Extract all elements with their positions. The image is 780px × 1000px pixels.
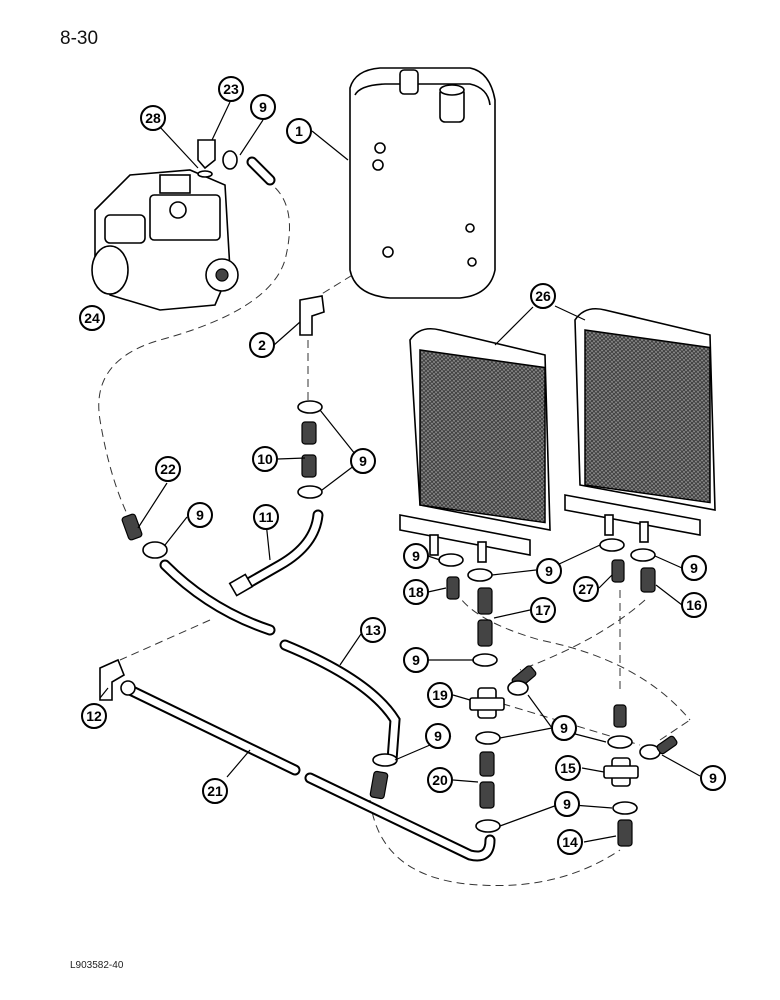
hydraulic-pump: [91, 169, 239, 311]
hose-13: [159, 559, 401, 766]
svg-text:17: 17: [535, 602, 551, 618]
svg-text:26: 26: [535, 288, 551, 304]
svg-text:9: 9: [196, 507, 204, 523]
svg-text:9: 9: [434, 728, 442, 744]
oil-cooler-right: [564, 307, 716, 543]
callout-9-cooler-mid: 9: [536, 558, 562, 584]
callout-27: 27: [573, 576, 599, 602]
svg-text:9: 9: [563, 796, 571, 812]
callout-9-pump: 9: [250, 94, 276, 120]
svg-text:28: 28: [145, 110, 161, 126]
callout-15: 15: [555, 755, 581, 781]
callout-9-mid: 9: [403, 647, 429, 673]
svg-text:15: 15: [560, 760, 576, 776]
callout-12: 12: [81, 703, 107, 729]
reservoir-elbow: [299, 295, 325, 336]
hose-13-end-clamp: [369, 753, 398, 800]
svg-text:2: 2: [258, 337, 266, 353]
callout-14: 14: [557, 829, 583, 855]
callout-19: 19: [427, 682, 453, 708]
tee-15: [603, 704, 678, 847]
routing-lines: [98, 179, 691, 887]
oil-cooler-left: [399, 327, 551, 563]
svg-text:9: 9: [412, 652, 420, 668]
svg-text:9: 9: [545, 563, 553, 579]
callout-22: 22: [155, 456, 181, 482]
callout-9-right: 9: [700, 765, 726, 791]
callout-9-cooler-right: 9: [681, 555, 707, 581]
callout-1: 1: [286, 118, 312, 144]
callout-9-cooler-left: 9: [403, 543, 429, 569]
tee-19: [469, 687, 505, 833]
svg-text:18: 18: [408, 584, 424, 600]
pump-elbow-fitting: [197, 139, 276, 186]
figure-code: L903582-40: [70, 960, 124, 971]
svg-text:9: 9: [690, 560, 698, 576]
callout-16: 16: [681, 592, 707, 618]
callout-2: 2: [249, 332, 275, 358]
svg-text:21: 21: [207, 783, 223, 799]
callout-28: 28: [140, 105, 166, 131]
svg-text:9: 9: [709, 770, 717, 786]
callout-13: 13: [360, 617, 386, 643]
svg-text:9: 9: [412, 548, 420, 564]
svg-text:9: 9: [560, 720, 568, 736]
callout-10: 10: [252, 446, 278, 472]
svg-text:20: 20: [432, 772, 448, 788]
callout-17: 17: [530, 597, 556, 623]
svg-text:24: 24: [84, 310, 100, 326]
callout-20: 20: [427, 767, 453, 793]
callout-9-upper-clamps: 9: [350, 448, 376, 474]
svg-text:9: 9: [259, 99, 267, 115]
svg-text:1: 1: [295, 123, 303, 139]
callout-9-hose-13: 9: [425, 723, 451, 749]
reservoir-tank: [349, 67, 496, 299]
svg-text:9: 9: [359, 453, 367, 469]
callout-9-lower: 9: [554, 791, 580, 817]
svg-text:11: 11: [259, 509, 274, 525]
page-number: 8-30: [60, 28, 99, 49]
svg-text:14: 14: [562, 834, 578, 850]
svg-text:23: 23: [223, 81, 239, 97]
svg-text:10: 10: [257, 451, 273, 467]
svg-text:22: 22: [160, 461, 176, 477]
callout-18: 18: [403, 579, 429, 605]
tube-21: [120, 680, 496, 862]
svg-text:19: 19: [432, 687, 448, 703]
callout-9-tee: 9: [551, 715, 577, 741]
clamps-and-hoses: [121, 400, 323, 559]
svg-text:27: 27: [578, 581, 594, 597]
callout-11: 11: [253, 504, 279, 530]
cooler-clamps: [438, 538, 656, 696]
svg-text:12: 12: [86, 708, 102, 724]
callout-23: 23: [218, 76, 244, 102]
callout-21: 21: [202, 778, 228, 804]
hose-11: [228, 509, 324, 597]
callout-9-hose-22: 9: [187, 502, 213, 528]
svg-text:16: 16: [686, 597, 702, 613]
callout-24: 24: [79, 305, 105, 331]
svg-text:13: 13: [365, 622, 381, 638]
callout-26: 26: [530, 283, 556, 309]
